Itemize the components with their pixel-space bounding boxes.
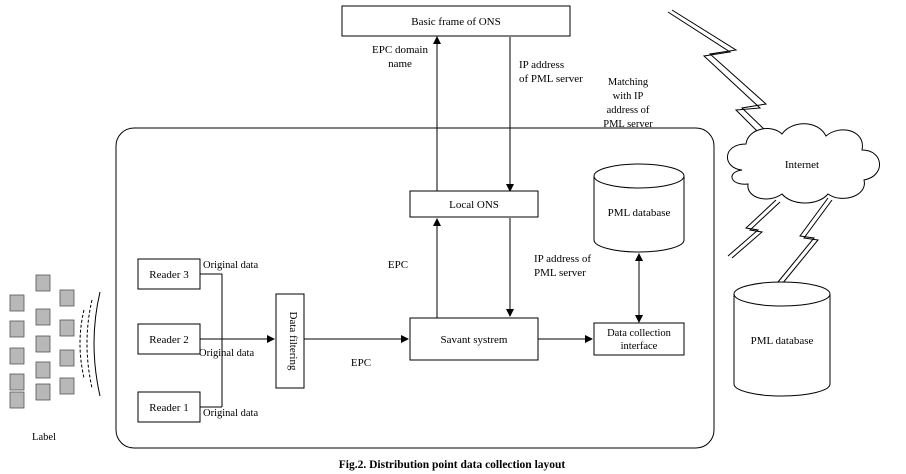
- data-filtering-label: Data filtering: [287, 312, 299, 371]
- matching-4: PML server: [603, 119, 653, 130]
- data-collection-2: interface: [621, 341, 658, 352]
- reader-3-label: Reader 3: [149, 269, 189, 281]
- lightning-internet-outer: [777, 197, 829, 283]
- matching-1: Matching: [608, 77, 649, 88]
- lightning-internet-outer-2: [781, 199, 833, 285]
- rfid-tag-grid: [9, 274, 75, 409]
- data-filtering-box: [275, 293, 305, 389]
- local-ons-box: [409, 190, 539, 218]
- epc-domain-label-2: name: [388, 58, 412, 70]
- reader-1-box: [137, 391, 201, 423]
- radio-wave-3: [93, 291, 101, 397]
- distribution-point-frame: [115, 127, 715, 449]
- pml-database-inner: PML database: [593, 163, 685, 253]
- epc-bottom-label: EPC: [351, 357, 371, 369]
- radio-wave-2: [86, 299, 93, 389]
- original-data-1: Original data: [203, 260, 258, 271]
- lightning-internet-inner-2: [731, 201, 781, 259]
- pml-database-inner-label: PML database: [608, 207, 671, 219]
- label-caption: Label: [32, 432, 56, 443]
- original-data-3: Original data: [203, 408, 258, 419]
- ip-pml-top-1: IP address: [519, 59, 564, 71]
- ons-frame-label: Basic frame of ONS: [411, 16, 501, 28]
- ons-frame-box: [341, 5, 571, 37]
- ip-pml-mid-1: IP address of: [534, 253, 591, 265]
- pml-database-outer: PML database: [733, 281, 831, 397]
- data-collection-1: Data collection: [607, 328, 672, 339]
- lightning-ons-internet-2: [671, 9, 791, 155]
- reader-3-box: [137, 258, 201, 290]
- matching-3: address of: [607, 105, 650, 116]
- internet-cloud: [727, 123, 880, 204]
- reader-1-label: Reader 1: [149, 402, 188, 414]
- pml-database-outer-label: PML database: [751, 335, 814, 347]
- epc-up-label: EPC: [388, 259, 408, 271]
- ip-pml-mid-2: PML server: [534, 267, 586, 279]
- lightning-internet-inner: [727, 199, 777, 257]
- internet-label: Internet: [785, 159, 819, 171]
- savant-system-label: Savant systrem: [441, 334, 508, 346]
- original-data-2: Original data: [199, 348, 254, 359]
- figure-caption: Fig.2. Distribution point data collectio…: [339, 459, 566, 471]
- local-ons-label: Local ONS: [449, 199, 499, 211]
- radio-wave-1: [79, 309, 85, 379]
- data-collection-box: [593, 322, 685, 356]
- reader-2-label: Reader 2: [149, 334, 188, 346]
- epc-domain-label-1: EPC domain: [372, 44, 428, 56]
- ip-pml-top-2: of PML server: [519, 73, 583, 85]
- lightning-ons-internet: [667, 11, 785, 159]
- matching-2: with IP: [613, 91, 644, 102]
- reader-2-box: [137, 323, 201, 355]
